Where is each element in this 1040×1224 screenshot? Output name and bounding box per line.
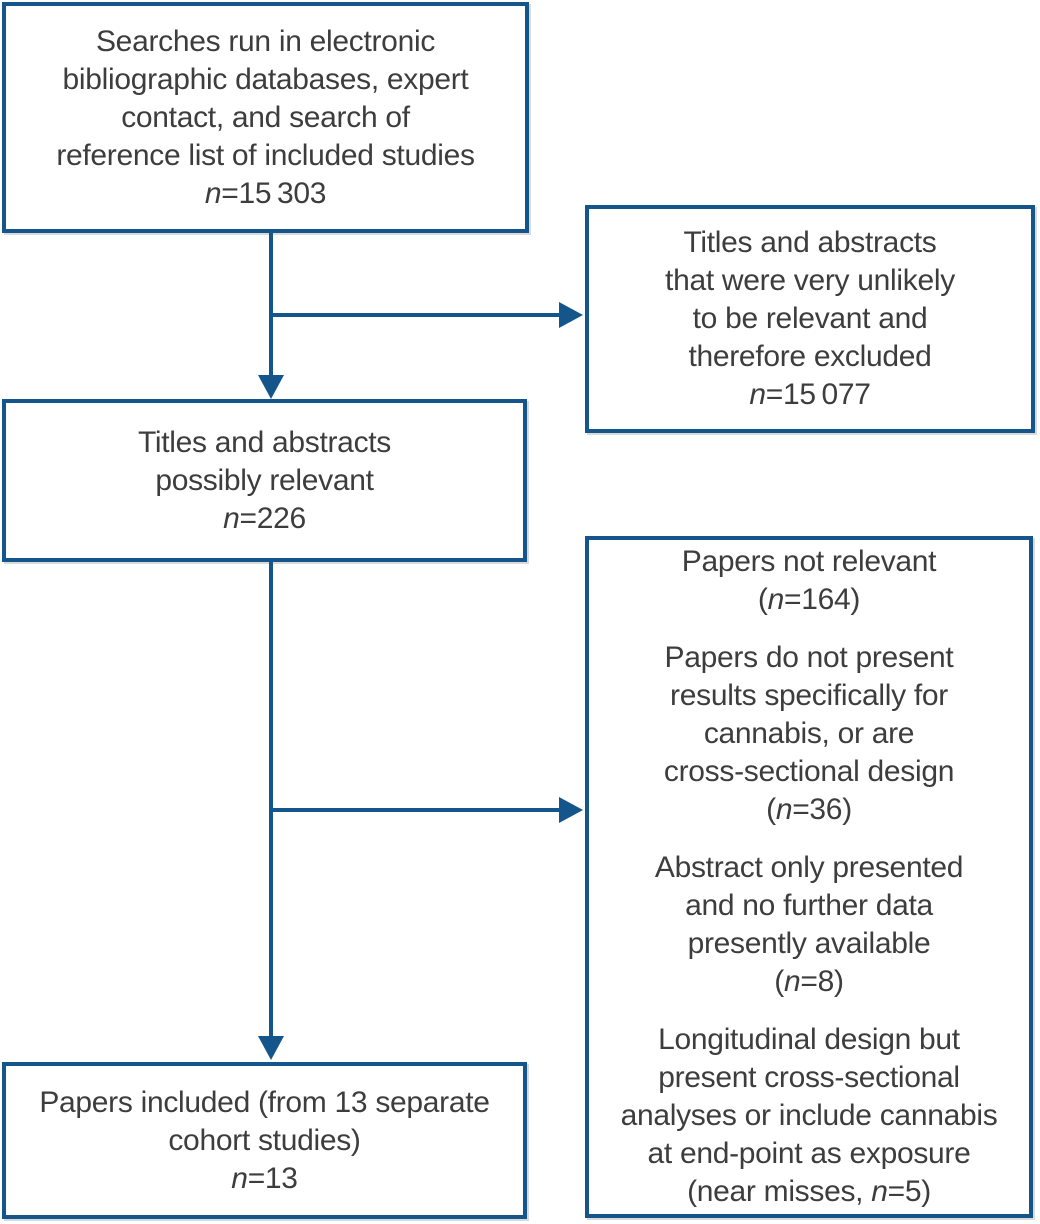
text-line: (n=164) [757,583,861,616]
text-paragraph: Searches run in electronic bibliographic … [56,23,475,213]
text-paragraph: Titles and abstracts that were very unlik… [665,224,955,414]
text-line: cohort studies) [168,1123,361,1157]
text-line: analyses or include cannabis [620,1099,998,1132]
text-paragraph: Papers do not present results specificall… [663,639,955,829]
text-line: n=15 077 [749,378,871,411]
text-line: Titles and abstracts [683,226,937,259]
arrow-head-down-icon [258,1036,284,1060]
text-line: results specifically for [670,679,948,712]
text-line: at end-point as exposure [647,1137,971,1170]
arrow-line-to-papers-excluded [271,808,559,812]
text-paragraph: Longitudinal design but present cross-sec… [621,1021,998,1211]
arrow-head-down-icon [258,375,284,399]
text-paragraph: Titles and abstracts possibly relevant n=2… [138,424,391,538]
text-line: cannabis, or are [703,717,915,750]
text-line: reference list of included studies [56,138,475,172]
text-line: Papers not relevant [681,545,937,578]
text-line: and no further data [685,889,933,922]
text-line: Longitudinal design but [658,1023,960,1056]
box-papers-included: Papers included (from 13 separate cohort … [2,1062,527,1219]
text-line: cross-sectional design [663,755,955,788]
text-line: present cross-sectional [658,1061,960,1094]
text-line: possibly relevant [155,463,374,497]
box-papers-excluded-reasons: Papers not relevant (n=164) Papers do not … [585,536,1033,1218]
arrow-line-possibly-to-included [269,562,273,1036]
text-line: n=226 [223,501,306,535]
text-line: Titles and abstracts [138,425,391,459]
text-paragraph: Abstract only presented and no further da… [654,849,964,1001]
text-line: that were very unlikely [665,264,955,297]
text-line: to be relevant and [692,302,928,335]
text-line: (n=36) [766,793,852,826]
arrow-line-searches-to-possibly [269,233,273,375]
text-line: presently available [687,927,931,960]
text-paragraph: Papers included (from 13 separate cohort … [39,1084,490,1198]
text-line: (near misses, n=5) [687,1175,931,1208]
box-searches-run: Searches run in electronic bibliographic … [2,2,529,233]
text-line: bibliographic databases, expert [62,62,469,96]
text-line: n=15 303 [204,176,327,210]
arrow-line-to-titles-excluded [271,313,559,317]
text-line: Searches run in electronic [95,24,436,58]
text-line: Papers do not present [664,641,954,674]
arrow-head-right-icon [559,797,583,823]
arrow-head-right-icon [559,302,583,328]
box-titles-abstracts-excluded: Titles and abstracts that were very unlik… [585,205,1035,433]
text-paragraph: Papers not relevant (n=164) [681,543,937,619]
text-line: Abstract only presented [654,851,964,884]
text-line: (n=8) [774,965,844,998]
box-titles-abstracts-possibly-relevant: Titles and abstracts possibly relevant n=2… [2,399,527,562]
text-line: contact, and search of [121,100,410,134]
text-line: n=13 [231,1161,298,1195]
text-line: therefore excluded [688,340,932,373]
text-line: Papers included (from 13 separate [39,1085,490,1119]
